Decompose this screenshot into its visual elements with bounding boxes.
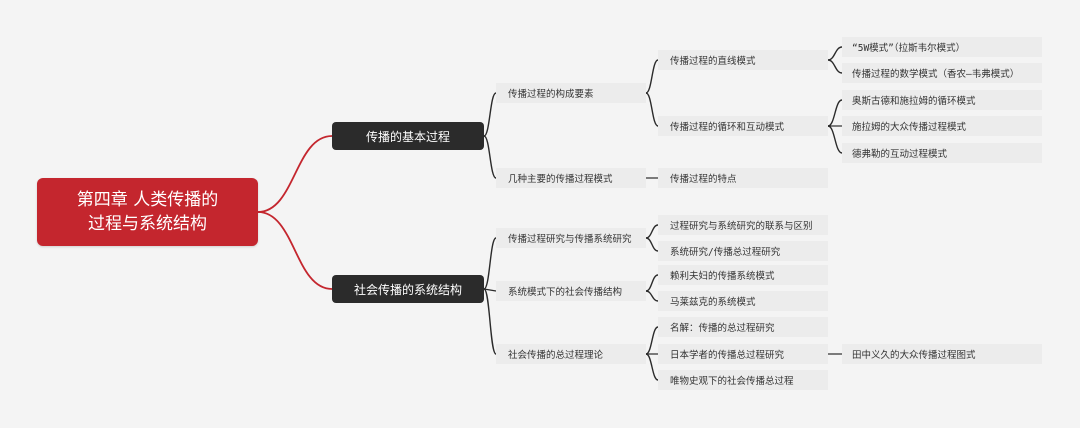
topic-process-vs-system[interactable]: 传播过程研究与传播系统研究 <box>496 228 646 248</box>
connector-system-total <box>483 288 497 355</box>
topic-system-structure[interactable]: 系统模式下的社会传播结构 <box>496 281 646 301</box>
topic-system-research[interactable]: 系统研究/传播总过程研究 <box>658 241 828 261</box>
connector-research-system <box>645 237 659 252</box>
leaf-5w-model[interactable]: “5W模式”（拉斯韦尔模式） <box>842 37 1042 57</box>
topic-total-process[interactable]: 社会传播的总过程理论 <box>496 344 646 364</box>
topic-link-difference[interactable]: 过程研究与系统研究的联系与区别 <box>658 215 828 235</box>
connector-root-system <box>257 211 333 290</box>
topic-process-traits[interactable]: 传播过程的特点 <box>658 168 828 188</box>
connector-structure-riley <box>645 274 659 292</box>
connector-linear-5w <box>827 46 843 61</box>
leaf-tanaka-model[interactable]: 田中义久的大众传播过程图式 <box>842 344 1042 364</box>
topic-maletzke-model[interactable]: 马莱兹克的系统模式 <box>658 291 828 311</box>
leaf-osgood-schramm[interactable]: 奥斯古德和施拉姆的循环模式 <box>842 90 1042 110</box>
leaf-defleur[interactable]: 德弗勒的互动过程模式 <box>842 143 1042 163</box>
connector-root-basic <box>257 135 333 213</box>
connector-total-materialist <box>645 353 659 381</box>
connector-structure-maletzke <box>645 290 659 302</box>
topic-cyclic-model[interactable]: 传播过程的循环和互动模式 <box>658 116 828 136</box>
connector-cyclic-osgood <box>827 99 843 127</box>
leaf-math-model[interactable]: 传播过程的数学模式（香农—韦弗模式） <box>842 63 1042 83</box>
connector-system-structure <box>483 288 497 292</box>
topic-materialist-view[interactable]: 唯物史观下的社会传播总过程 <box>658 370 828 390</box>
connector-linear-math <box>827 59 843 74</box>
leaf-schramm-mass[interactable]: 施拉姆的大众传播过程模式 <box>842 116 1042 136</box>
topic-linear-model[interactable]: 传播过程的直线模式 <box>658 50 828 70</box>
root-topic-line-1: 第四章 人类传播的 <box>76 190 219 210</box>
connector-total-def <box>645 326 659 355</box>
root-topic[interactable]: 第四章 人类传播的 过程与系统结构 <box>37 178 258 246</box>
branch-basic-process[interactable]: 传播的基本过程 <box>332 122 484 150</box>
connector-research-link <box>645 224 659 239</box>
topic-main-models[interactable]: 几种主要的传播过程模式 <box>496 168 646 188</box>
connector-basic-models <box>483 135 497 179</box>
connector-elements-linear <box>645 59 659 94</box>
connector-basic-elements <box>483 92 497 137</box>
connector-cyclic-defleur <box>827 125 843 154</box>
root-topic-line-2: 过程与系统结构 <box>88 214 207 234</box>
topic-riley-model[interactable]: 赖利夫妇的传播系统模式 <box>658 265 828 285</box>
branch-system-structure[interactable]: 社会传播的系统结构 <box>332 275 484 303</box>
connector-elements-cyclic <box>645 92 659 127</box>
topic-japanese-scholars[interactable]: 日本学者的传播总过程研究 <box>658 344 828 364</box>
connector-system-research <box>483 237 497 290</box>
topic-elements[interactable]: 传播过程的构成要素 <box>496 83 646 103</box>
topic-total-process-def[interactable]: 名解：传播的总过程研究 <box>658 317 828 337</box>
